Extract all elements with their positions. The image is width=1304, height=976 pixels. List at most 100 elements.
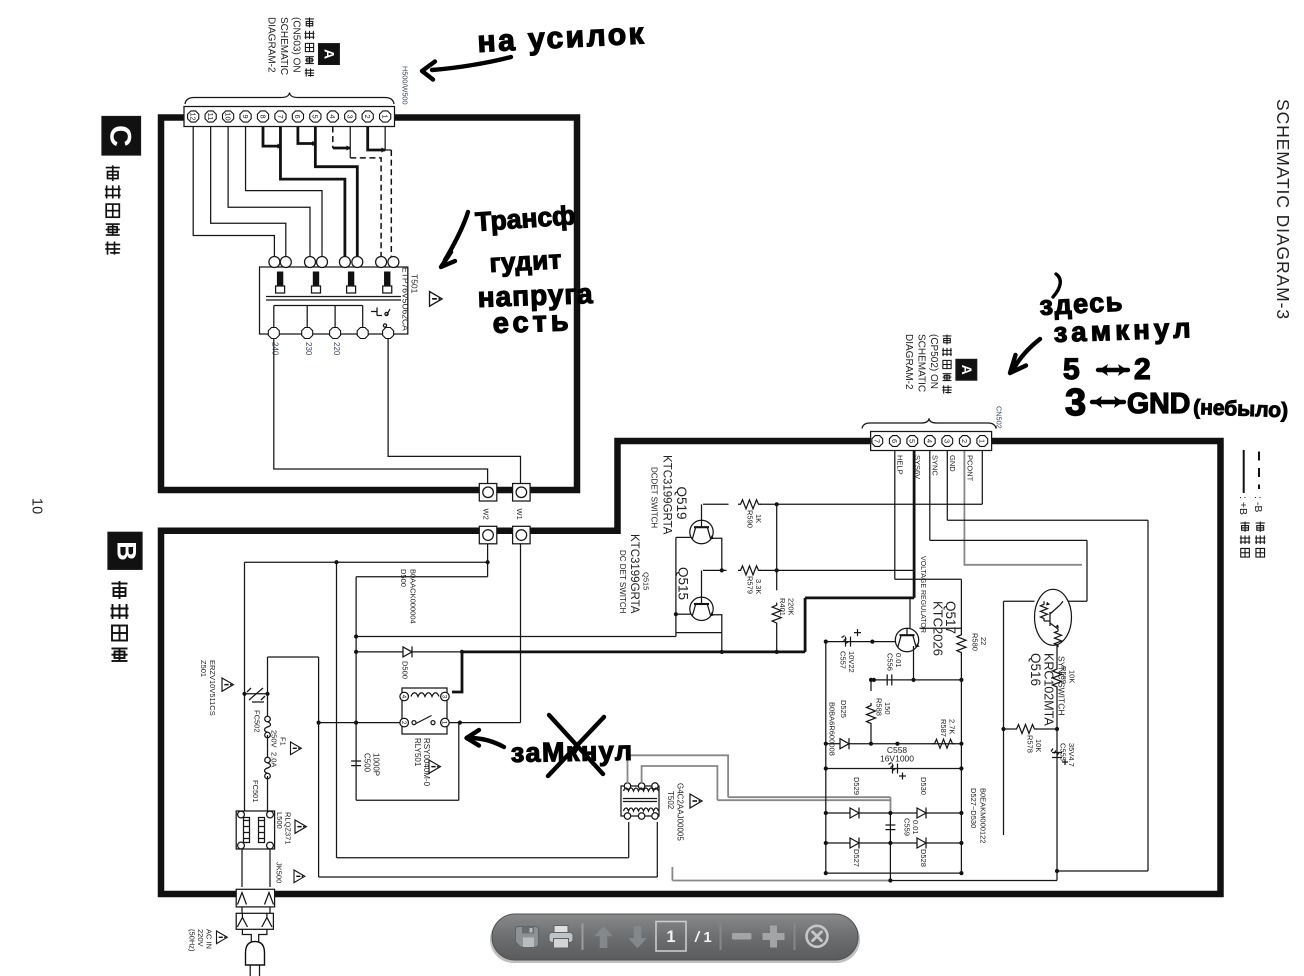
svg-text:R588: R588: [875, 698, 884, 716]
svg-text:T502: T502: [666, 791, 675, 810]
svg-text:Q515: Q515: [642, 572, 651, 590]
svg-text:7: 7: [873, 439, 882, 443]
svg-text:A: A: [322, 49, 338, 59]
svg-text:3: 3: [441, 695, 448, 699]
svg-text:/: /: [694, 929, 701, 946]
svg-text:RLY501: RLY501: [413, 738, 422, 767]
svg-text:KTC3199GRTA: KTC3199GRTA: [661, 455, 673, 535]
svg-text:R578: R578: [1026, 735, 1035, 753]
svg-text:D500: D500: [399, 569, 408, 587]
svg-text:AC IN: AC IN: [205, 929, 214, 949]
svg-text:L500: L500: [275, 812, 284, 829]
svg-text:240: 240: [271, 342, 280, 356]
svg-text:PCONT: PCONT: [966, 455, 975, 482]
svg-text:SCHEMATIC DIAGRAM-3: SCHEMATIC DIAGRAM-3: [1273, 99, 1293, 320]
svg-text:2: 2: [960, 439, 969, 443]
svg-text:GND: GND: [1127, 388, 1190, 420]
svg-text:B0AACK000004: B0AACK000004: [409, 569, 418, 624]
svg-text:HELP: HELP: [896, 455, 905, 475]
svg-text:3: 3: [346, 114, 355, 118]
svg-text:SYNC SWITCH: SYNC SWITCH: [1057, 656, 1067, 716]
svg-text:1: 1: [703, 929, 711, 946]
svg-text:DIAGRAM-2: DIAGRAM-2: [903, 334, 914, 390]
svg-text:CN502: CN502: [995, 406, 1004, 429]
svg-text:ERZV10V511CS: ERZV10V511CS: [208, 660, 217, 716]
svg-text:DCDET SWITCH: DCDET SWITCH: [650, 467, 659, 528]
svg-text:35V4.7: 35V4.7: [1067, 743, 1076, 767]
svg-text:10K: 10K: [1034, 739, 1043, 752]
svg-text:Q515: Q515: [676, 567, 691, 600]
svg-text:VOLTAGE REGULATOR: VOLTAGE REGULATOR: [919, 556, 926, 633]
svg-text:B: B: [112, 541, 142, 561]
svg-text:W2: W2: [482, 509, 491, 520]
svg-text:6: 6: [293, 114, 302, 118]
svg-text:C558: C558: [887, 745, 908, 755]
svg-text:R590: R590: [746, 510, 755, 528]
svg-text:2: 2: [400, 721, 407, 725]
svg-text:11: 11: [206, 113, 215, 121]
svg-text:1: 1: [441, 721, 448, 725]
svg-text:4: 4: [925, 439, 934, 443]
svg-text:1K: 1K: [754, 514, 763, 523]
svg-text:2: 2: [363, 114, 372, 118]
svg-text:1: 1: [978, 439, 987, 443]
svg-text:R579: R579: [746, 576, 755, 594]
svg-text:D527~D530: D527~D530: [969, 788, 978, 828]
svg-text:12: 12: [189, 112, 198, 120]
svg-text:D528: D528: [919, 849, 928, 867]
svg-text:2.0A: 2.0A: [270, 752, 279, 767]
svg-text:150: 150: [883, 702, 892, 715]
svg-text:: -B: : -B: [1252, 496, 1264, 512]
svg-text:1: 1: [380, 114, 389, 118]
svg-text:8: 8: [258, 114, 267, 118]
svg-text:SCHEMATIC: SCHEMATIC: [916, 334, 927, 392]
svg-text:D529: D529: [852, 777, 861, 795]
svg-text:KTC3199GRTA: KTC3199GRTA: [628, 534, 640, 614]
svg-text:2: 2: [1134, 353, 1151, 386]
svg-text:R580: R580: [971, 633, 980, 651]
svg-text:3: 3: [943, 439, 952, 443]
svg-text:220K: 220K: [787, 598, 796, 616]
svg-text:10: 10: [223, 112, 232, 120]
svg-text:D500: D500: [401, 661, 410, 679]
svg-text:R587: R587: [939, 719, 948, 737]
svg-text:3.3K: 3.3K: [754, 579, 763, 594]
svg-text:5: 5: [311, 114, 320, 118]
svg-text:KTC2026: KTC2026: [931, 601, 946, 656]
svg-text:DC DET SWITCH: DC DET SWITCH: [618, 550, 627, 614]
svg-text:C559: C559: [903, 818, 912, 836]
svg-text:7: 7: [276, 114, 285, 118]
svg-text:есть: есть: [492, 305, 573, 340]
svg-text:220V: 220V: [196, 929, 205, 947]
svg-text:Q516: Q516: [1028, 653, 1043, 686]
svg-text:Z501: Z501: [199, 660, 208, 677]
svg-text:T501: T501: [410, 274, 420, 294]
svg-text:10V22: 10V22: [847, 651, 856, 673]
svg-text:Трансф: Трансф: [474, 200, 576, 237]
svg-text:W1: W1: [515, 509, 524, 520]
svg-text:FC502: FC502: [253, 710, 262, 733]
svg-text:C557: C557: [839, 651, 848, 669]
svg-text:: +B: : +B: [1237, 496, 1249, 515]
svg-text:5: 5: [1063, 353, 1080, 386]
svg-text:H500/W500: H500/W500: [401, 66, 410, 105]
svg-text:9: 9: [241, 114, 250, 118]
svg-text:(небыло): (небыло): [1193, 396, 1289, 422]
svg-text:ETP76V5U62CA: ETP76V5U62CA: [401, 267, 411, 331]
svg-text:F1: F1: [279, 737, 288, 746]
svg-text:гудит: гудит: [489, 244, 563, 278]
svg-text:KRC102MTA: KRC102MTA: [1042, 653, 1056, 726]
svg-text:4: 4: [328, 114, 337, 118]
svg-text:C555: C555: [1059, 743, 1068, 761]
svg-text:220: 220: [332, 342, 341, 356]
svg-text:RSY0040M-0: RSY0040M-0: [422, 738, 431, 787]
svg-text:Q519: Q519: [674, 487, 689, 520]
svg-text:C: C: [104, 125, 137, 147]
svg-text:замкнул: замкнул: [1053, 312, 1195, 348]
svg-text:B0BA6R600008: B0BA6R600008: [828, 702, 837, 756]
svg-text:JK500: JK500: [275, 862, 284, 883]
svg-text:D530: D530: [919, 777, 928, 795]
svg-text:1000P: 1000P: [372, 753, 381, 776]
svg-text:GND: GND: [948, 455, 957, 472]
svg-text:6: 6: [890, 439, 899, 443]
